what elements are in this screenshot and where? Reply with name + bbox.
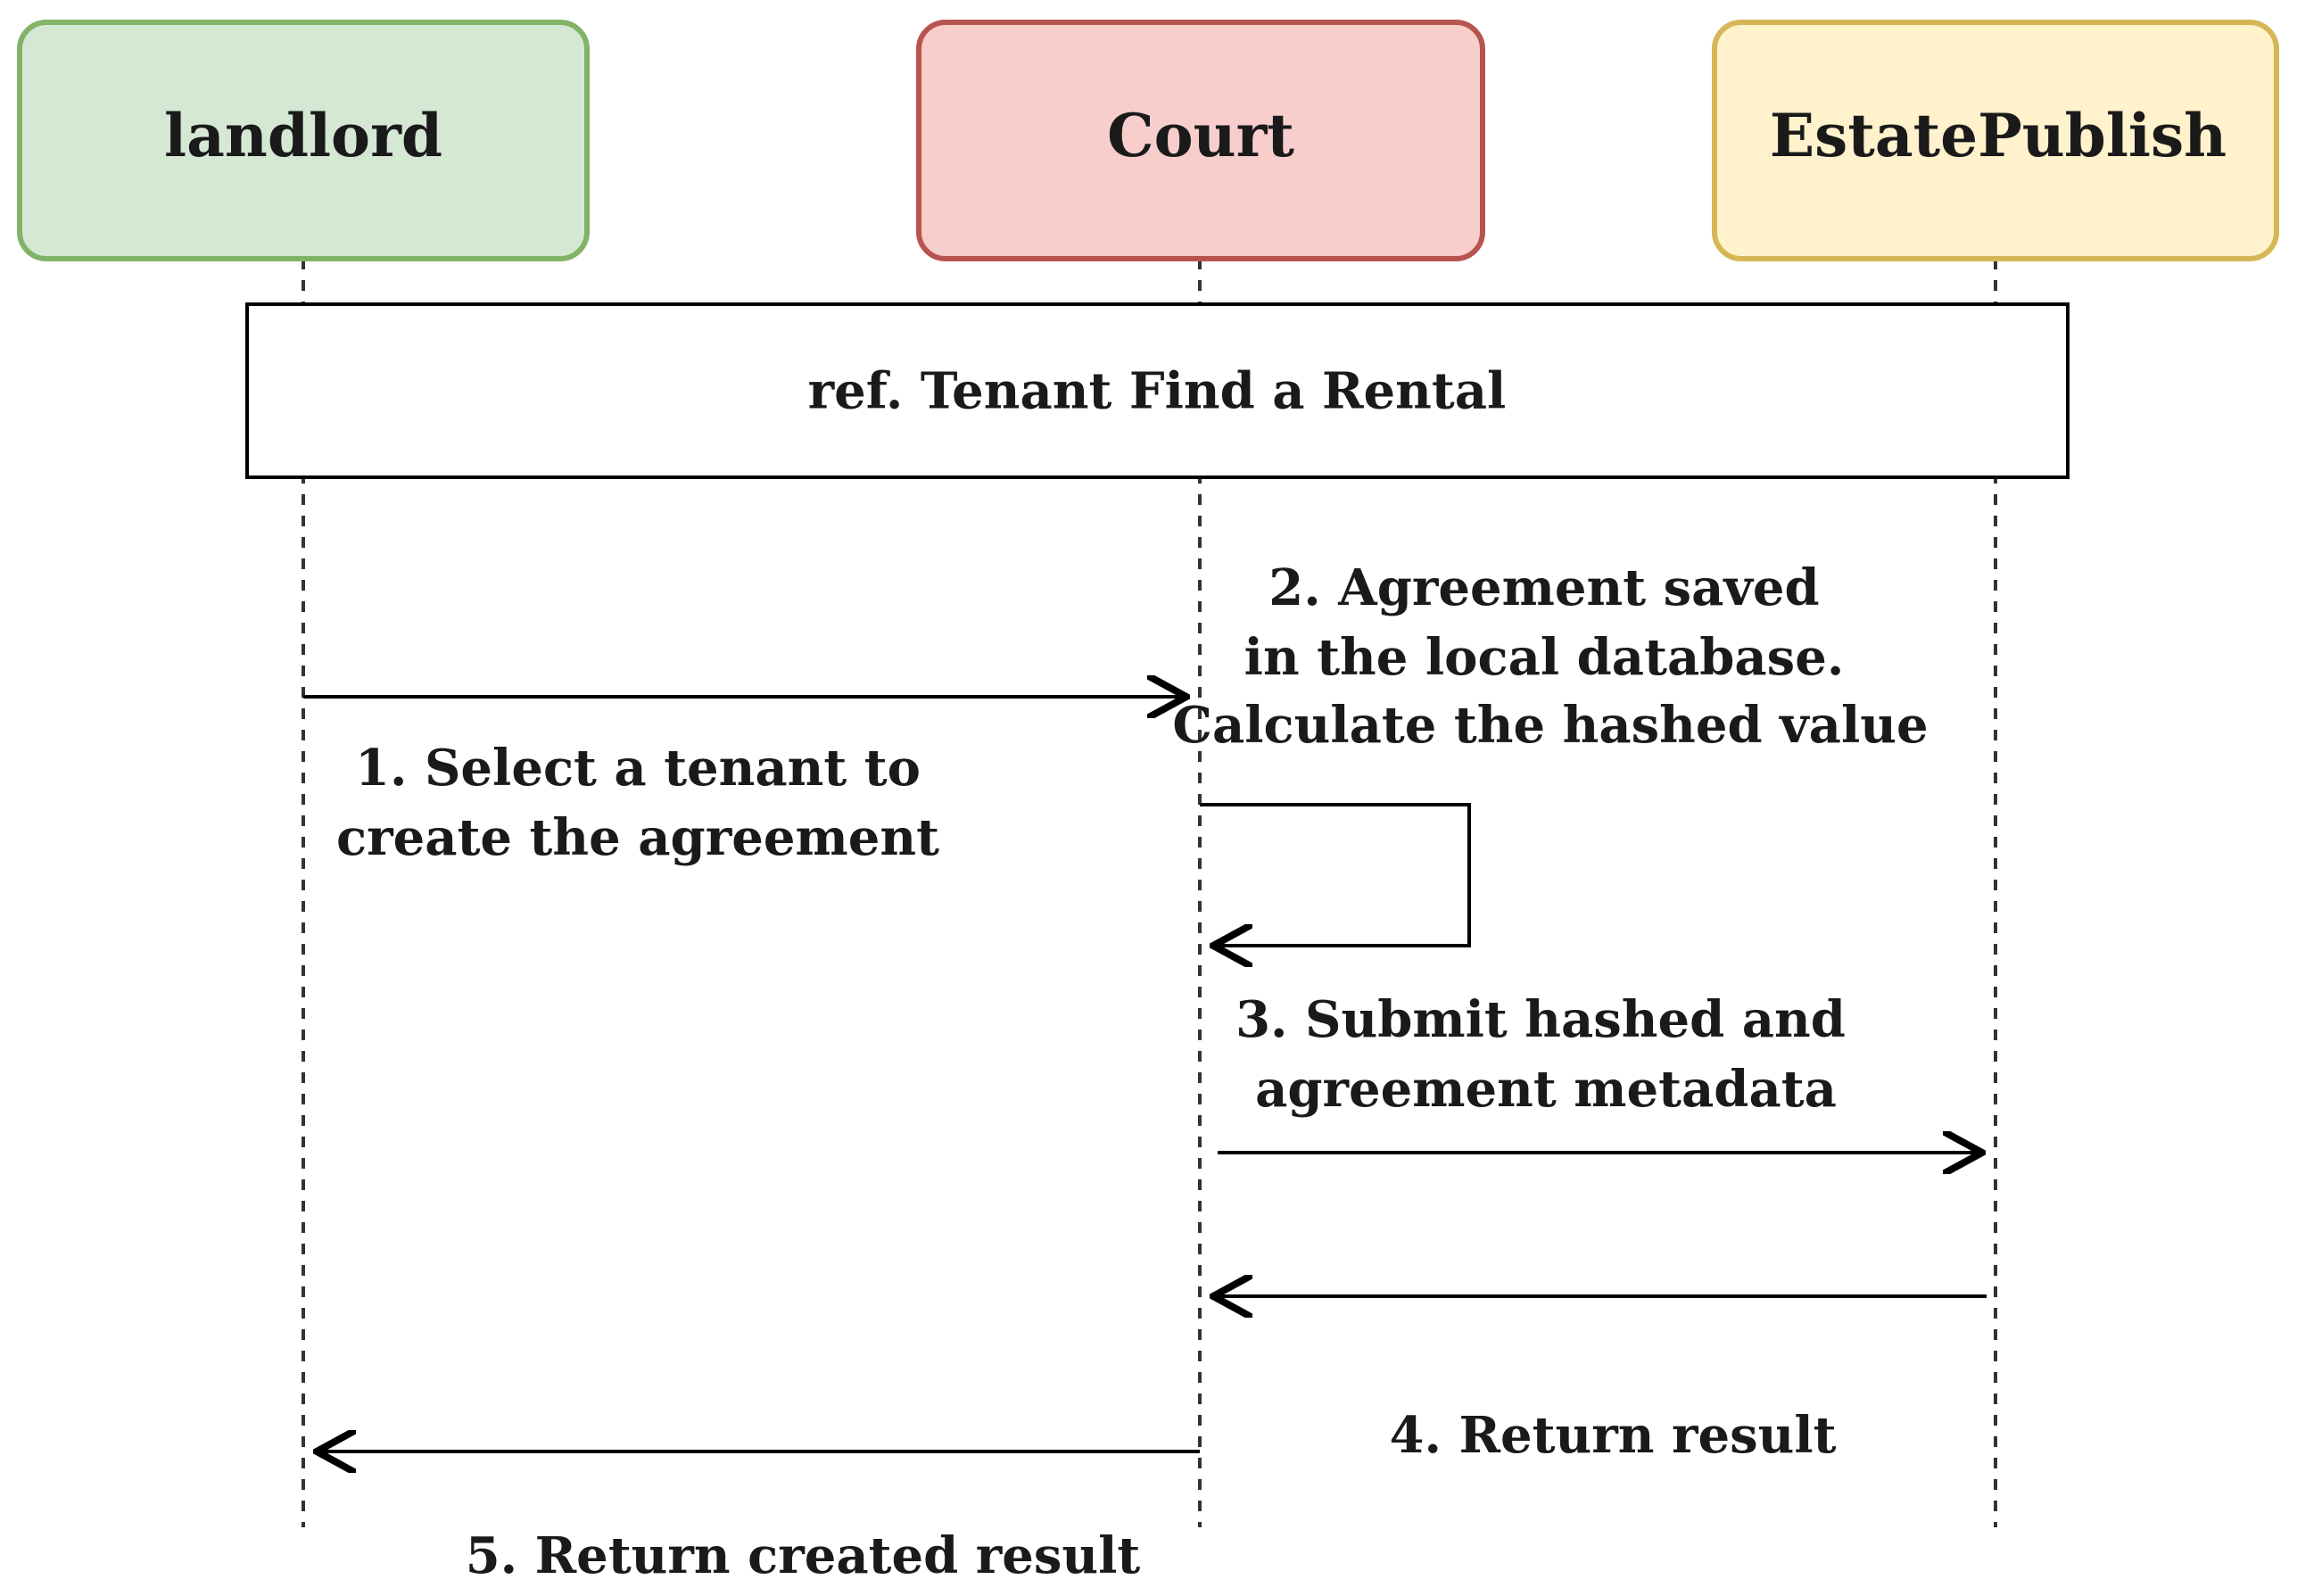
participant-estatepublish-label: EstatePublish — [1770, 101, 2227, 170]
participant-landlord-box — [17, 20, 590, 261]
message-3-label-line-1: 3. Submit hashed and — [1235, 990, 1846, 1049]
participant-estatepublish: EstatePublish — [1712, 20, 2279, 261]
message-2: 2. Agreement saved in the local database… — [1172, 558, 1929, 946]
ref-frame: ref. Tenant Find a Rental — [245, 302, 2070, 479]
participant-court: Court — [916, 20, 1485, 261]
message-5: 5. Return created result — [320, 1451, 1200, 1585]
message-4-label: 4. Return result — [1390, 1406, 1837, 1465]
message-1-label-line-2: create the agreement — [336, 808, 939, 867]
participant-court-label: Court — [1107, 101, 1294, 170]
ref-frame-label: ref. Tenant Find a Rental — [808, 362, 1507, 421]
message-2-label-line-1: 2. Agreement saved — [1268, 558, 1819, 617]
message-2-label-line-3: Calculate the hashed value — [1172, 696, 1928, 755]
message-1: 1. Select a tenant to create the agreeme… — [303, 697, 1183, 867]
participant-court-box — [916, 20, 1485, 261]
ref-frame-box — [245, 302, 2070, 479]
message-4: 4. Return result — [1217, 1296, 1987, 1465]
message-3-label-line-2: agreement metadata — [1255, 1060, 1837, 1119]
message-2-arrow — [1200, 803, 1471, 946]
message-2-label-line-2: in the local database. — [1244, 628, 1845, 687]
participant-estatepublish-box — [1712, 20, 2279, 261]
message-3: 3. Submit hashed and agreement metadata — [1218, 990, 1979, 1153]
participant-landlord-label: landlord — [164, 101, 442, 170]
message-1-label-line-1: 1. Select a tenant to — [355, 739, 921, 798]
message-5-label: 5. Return created result — [466, 1526, 1141, 1585]
participant-landlord: landlord — [17, 20, 590, 261]
